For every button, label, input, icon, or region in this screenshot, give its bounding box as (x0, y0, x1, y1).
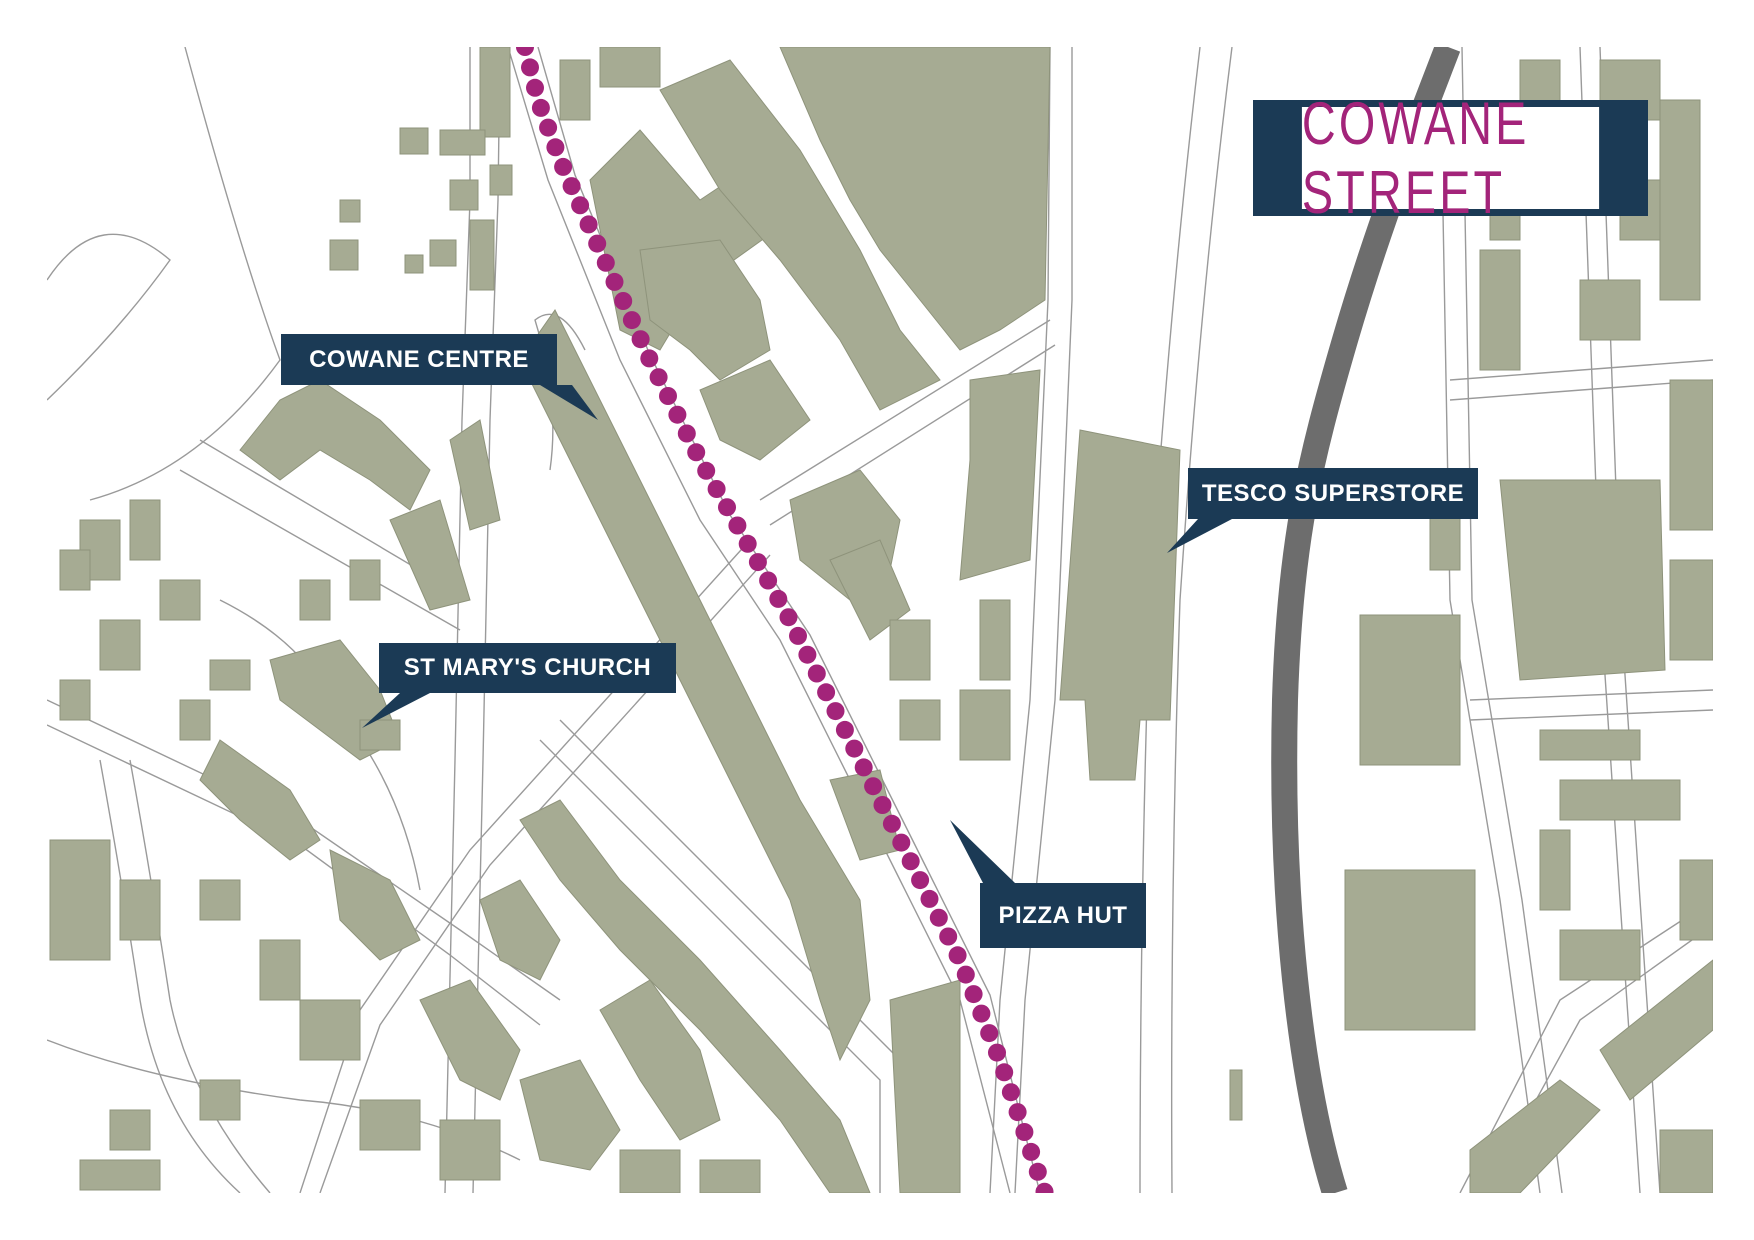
route-dot (798, 645, 817, 664)
route-dot (779, 608, 798, 627)
route-dot (539, 118, 558, 137)
route-dot (562, 177, 581, 196)
route-dot (980, 1024, 999, 1043)
map-title-box: COWANE STREET (1253, 90, 1648, 226)
label-tesco-superstore-text: TESCO SUPERSTORE (1201, 479, 1465, 507)
route-dot (854, 758, 873, 777)
route-dot (1008, 1103, 1027, 1122)
route-dot (748, 553, 767, 572)
route-dot (579, 215, 598, 234)
route-dot (789, 626, 807, 645)
label-st-marys-church-text: ST MARY'S CHURCH (403, 654, 652, 681)
route-dot (807, 664, 826, 683)
label-st-marys-church: ST MARY'S CHURCH (379, 643, 676, 693)
route-dot (516, 47, 534, 56)
route-dot (929, 908, 948, 927)
route-dot (920, 889, 939, 908)
route-dot (826, 702, 845, 721)
route-dot (605, 272, 624, 291)
route-dot (901, 852, 920, 871)
route-dot (873, 796, 892, 814)
route-dot (738, 534, 757, 553)
route-dot (1015, 1123, 1034, 1141)
route-dot (531, 98, 550, 117)
route-dot (649, 368, 668, 387)
route-dot (718, 498, 736, 517)
route-dot (687, 443, 706, 462)
route-dot (1028, 1162, 1047, 1181)
route-dot (546, 138, 565, 157)
route-dot (769, 589, 788, 608)
route-dot (956, 965, 975, 984)
route-dot (988, 1043, 1006, 1062)
route-dot (864, 777, 883, 796)
label-cowane-centre-text: COWANE CENTRE (309, 345, 529, 373)
label-cowane-centre: COWANE CENTRE (281, 334, 557, 385)
route-dot (1022, 1142, 1041, 1161)
cowane-street-route (516, 47, 1054, 1193)
route-dot (640, 349, 659, 368)
route-dot (622, 311, 641, 330)
route-dot (759, 571, 778, 590)
route-dot (668, 405, 687, 424)
route-dot (596, 253, 615, 272)
route-dot (1001, 1083, 1020, 1102)
route-dot (697, 461, 716, 480)
label-tesco-superstore: TESCO SUPERSTORE (1188, 468, 1478, 519)
route-dot (677, 424, 696, 443)
route-dot (659, 387, 677, 405)
route-dot (728, 516, 747, 535)
route-dot (526, 78, 544, 97)
route-dot (588, 234, 607, 253)
route-dot (571, 196, 590, 215)
route-dot (835, 720, 854, 739)
route-dot (892, 833, 911, 852)
route-dot (845, 739, 864, 758)
route-dot (554, 157, 573, 176)
route-dot (972, 1004, 991, 1023)
route-dot (707, 480, 726, 498)
route-dot (995, 1063, 1014, 1082)
route-dot (948, 946, 967, 965)
route-dot (1035, 1182, 1054, 1193)
route-dot (631, 330, 650, 349)
label-pizza-hut-text: PIZZA HUT (998, 901, 1128, 929)
route-dot (614, 292, 633, 310)
route-dot (911, 871, 930, 890)
map-title: COWANE STREET (1301, 90, 1600, 226)
label-pizza-hut: PIZZA HUT (980, 883, 1146, 948)
route-dot (817, 683, 836, 702)
route-dot (882, 814, 901, 833)
route-dot (964, 985, 983, 1004)
route-dot (939, 927, 958, 946)
route-dot (521, 58, 539, 77)
